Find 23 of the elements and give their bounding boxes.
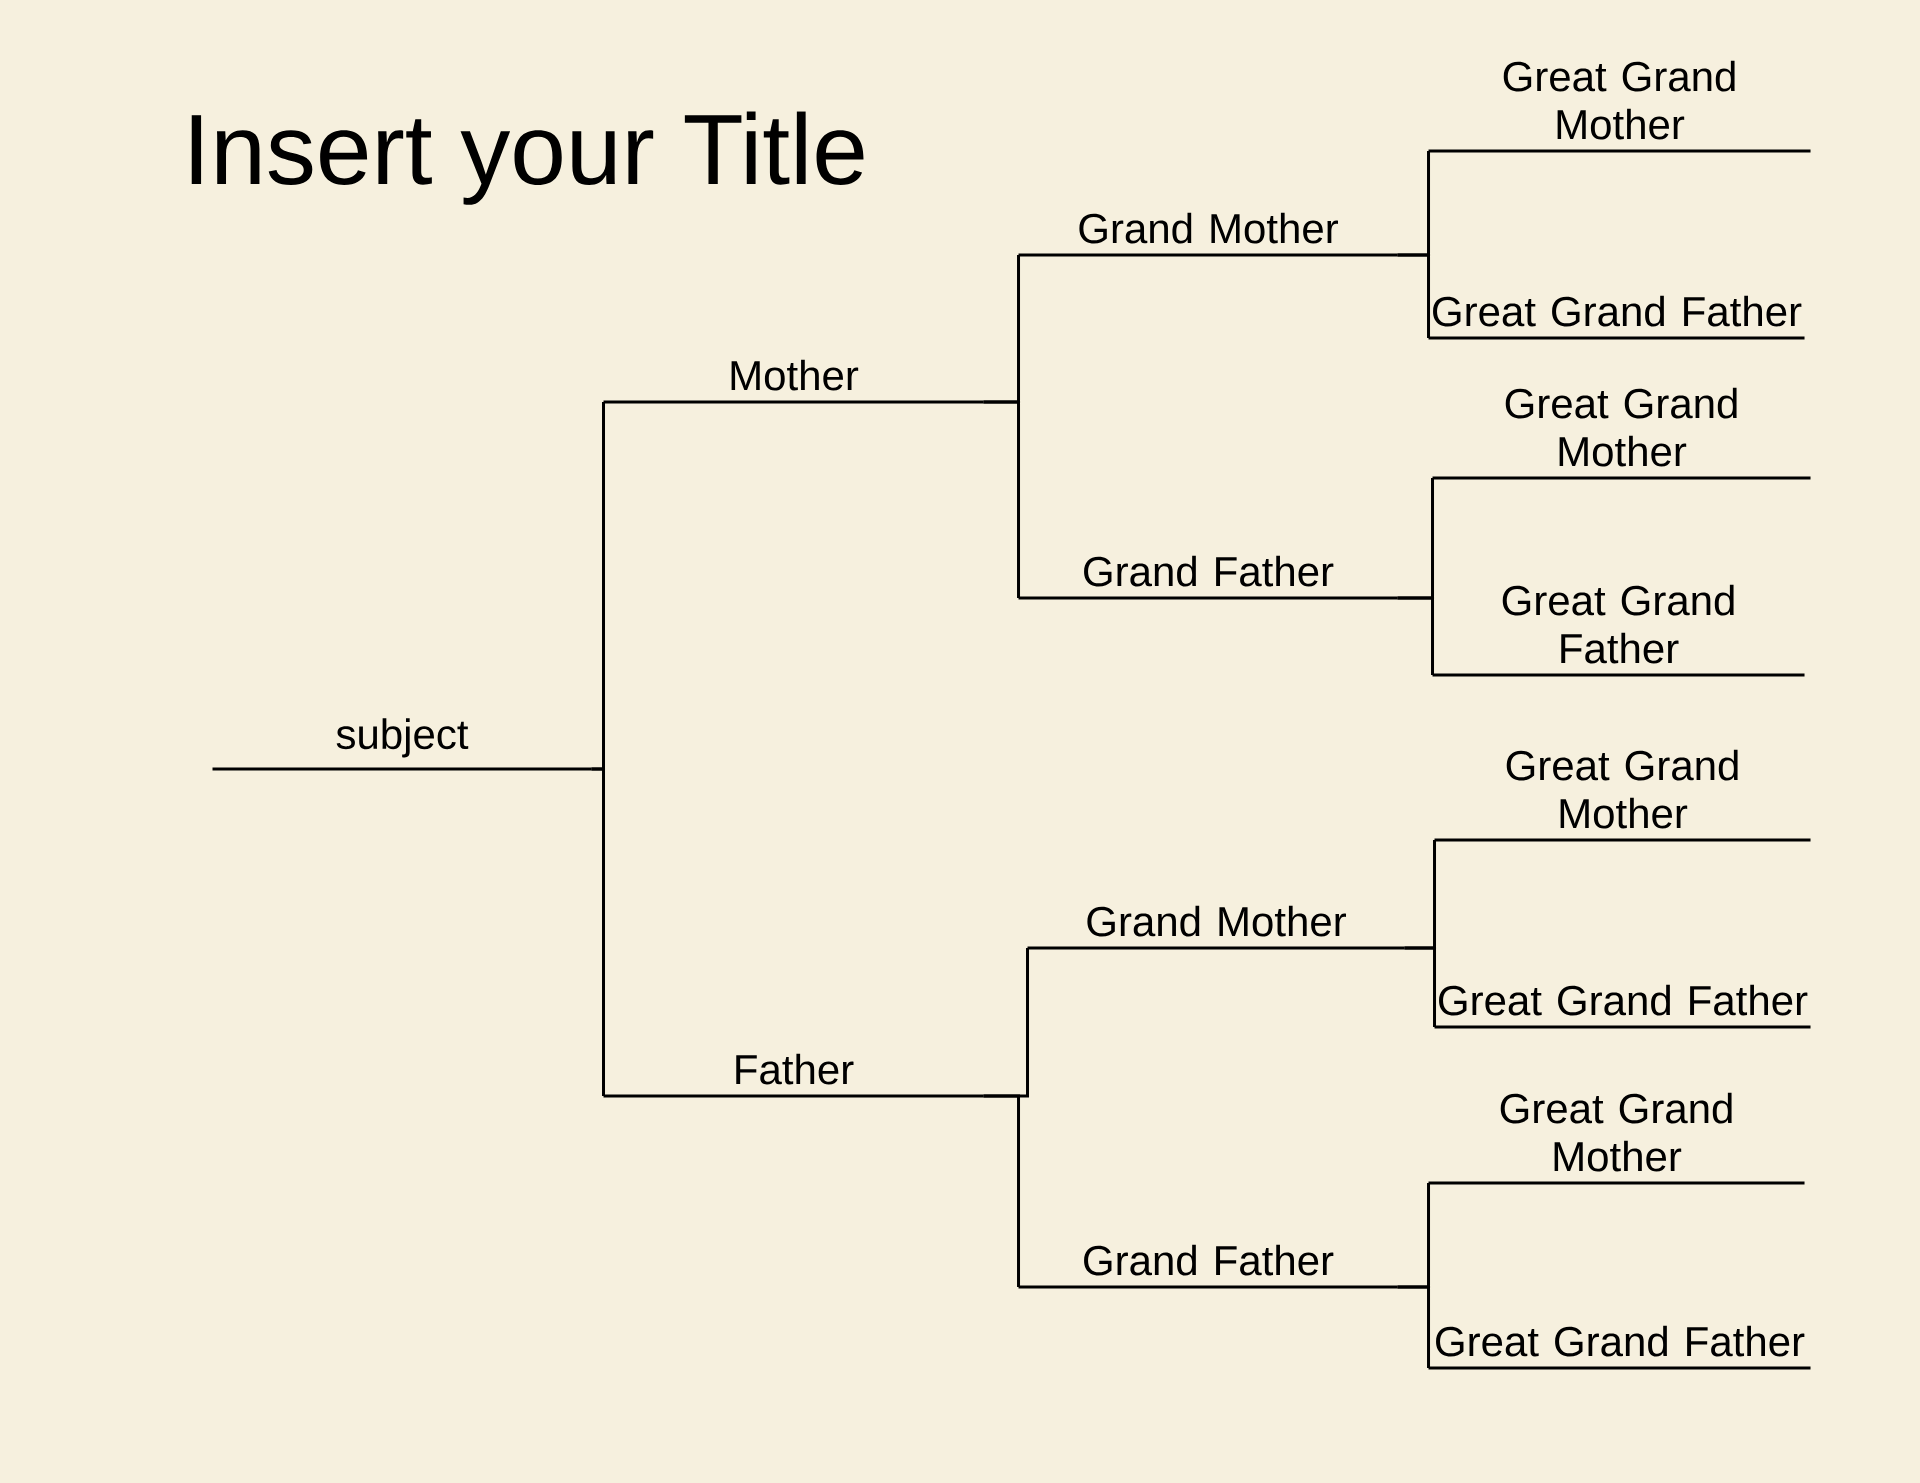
bracket-line — [983, 400, 1020, 598]
name-line: subject — [212, 718, 592, 771]
name-line: Grand Mother — [1027, 905, 1405, 950]
name-line: Mother — [603, 359, 984, 404]
name-line: Father — [603, 1053, 984, 1098]
bracket-line — [983, 1094, 1020, 1287]
name-line: Great Grand Father — [1428, 1325, 1811, 1370]
name-line: Grand Father — [1018, 555, 1398, 600]
name-line: Grand Mother — [1018, 212, 1398, 257]
bracket-line — [1397, 1285, 1430, 1368]
name-line: Great Grand Mother — [1432, 387, 1811, 480]
name-line: Great Grand Father — [1434, 984, 1811, 1029]
name-line: Great Grand Mother — [1428, 60, 1811, 153]
name-line: Great Grand Mother — [1428, 1092, 1805, 1185]
name-line: Great Grand Father — [1428, 295, 1805, 340]
title: Insert your Title — [191, 111, 864, 205]
bracket-line — [1397, 253, 1430, 338]
name-line: Great Grand Father — [1432, 584, 1805, 677]
bracket-line — [1404, 946, 1436, 1027]
name-line: Great Grand Mother — [1434, 749, 1811, 842]
bracket-line — [591, 767, 605, 1096]
name-line: Grand Father — [1018, 1244, 1398, 1289]
bracket-line — [1397, 596, 1434, 675]
